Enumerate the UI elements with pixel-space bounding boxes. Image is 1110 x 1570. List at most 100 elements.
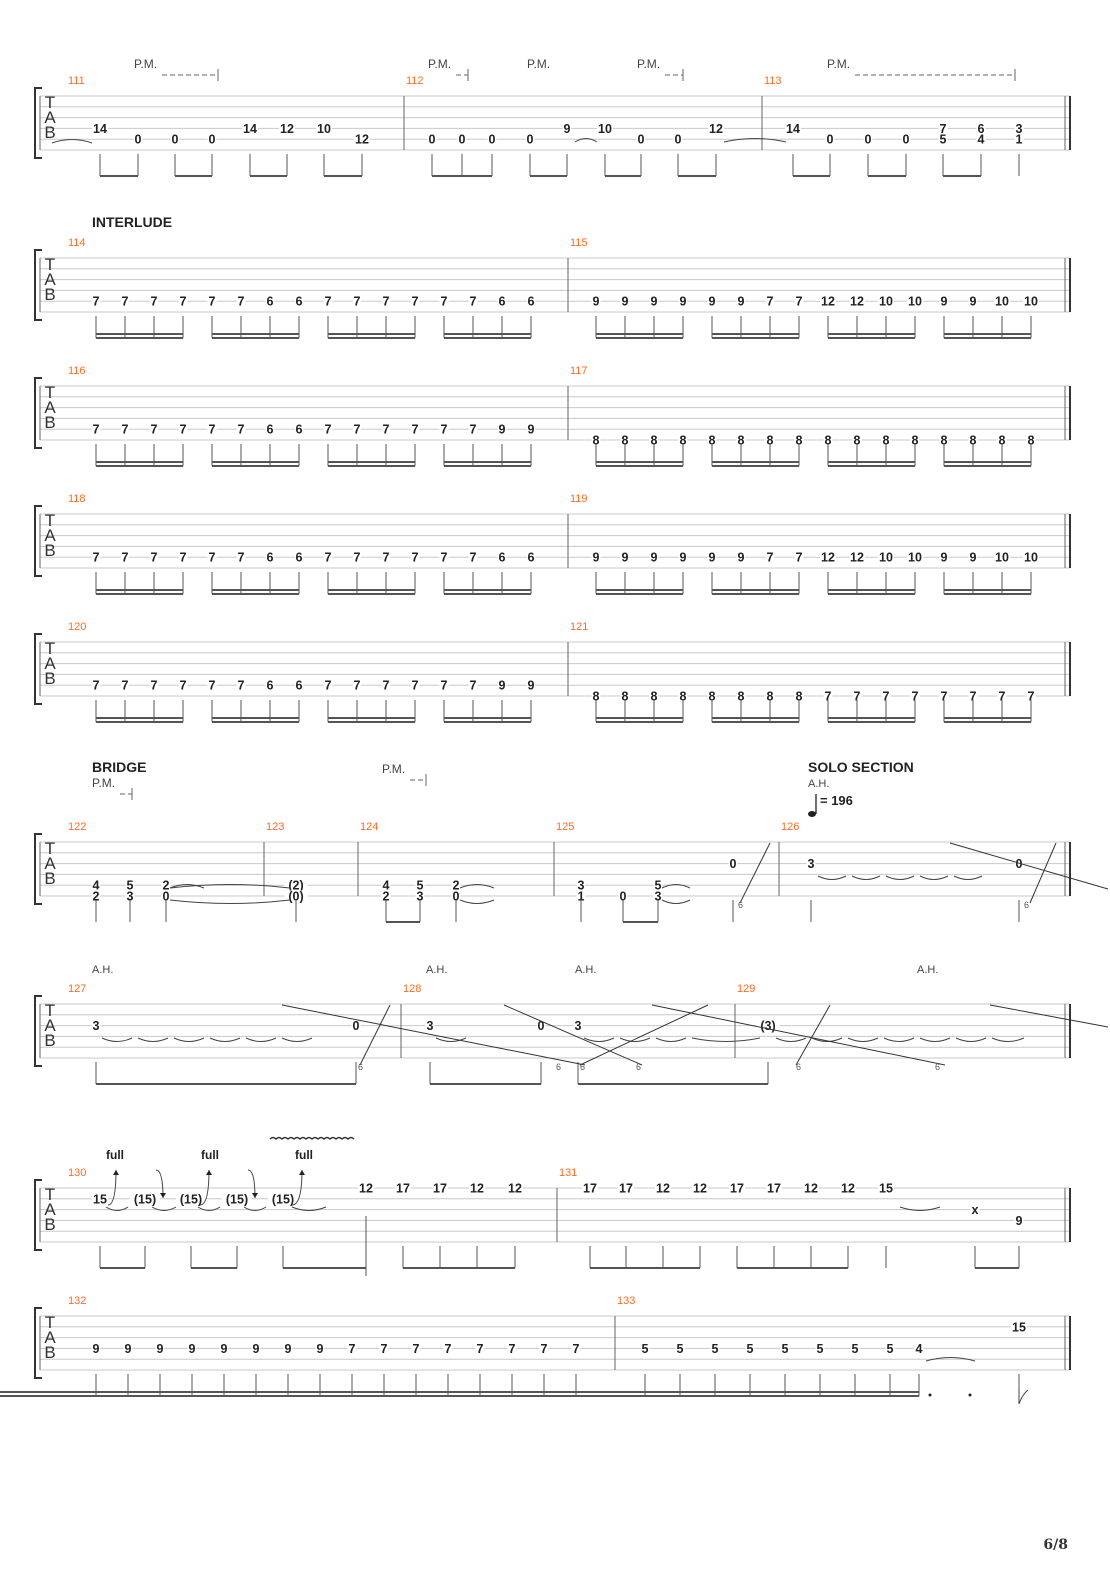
fret-number: 3: [417, 890, 424, 904]
fret-number: 12: [850, 551, 864, 565]
fret-number-bg: [910, 690, 920, 703]
fret-number-bg: [707, 690, 717, 703]
fret-number-bg: [91, 890, 101, 903]
fret-number-bg: [415, 890, 425, 903]
fret-number: 7: [541, 1342, 548, 1356]
fret-number: 6: [267, 551, 274, 565]
fret-number: 9: [651, 295, 658, 309]
fret-number-bg: [653, 890, 663, 903]
fret-number: 9: [221, 1342, 228, 1356]
palm-mute-label: P.M.: [827, 57, 850, 71]
measure-number: 124: [360, 821, 378, 833]
fret-number: 7: [383, 551, 390, 565]
tie-arc: [955, 1037, 987, 1042]
fret-number-bg: [708, 122, 724, 135]
fret-number: 9: [970, 295, 977, 309]
fret-number: 9: [189, 1342, 196, 1356]
fret-number: 7: [796, 551, 803, 565]
fret-number: 7: [93, 679, 100, 693]
fret-number-bg: [351, 1020, 361, 1033]
fret-number: 3: [655, 890, 662, 904]
fret-number: 12: [841, 1182, 855, 1196]
fret-number: 17: [396, 1182, 410, 1196]
fret-number-bg: [1026, 434, 1036, 447]
tab-clef-letter: T: [45, 1185, 55, 1204]
fret-number-bg: [133, 133, 143, 146]
fret-number: 8: [593, 690, 600, 704]
fret-number-bg: [1023, 551, 1039, 564]
tie-arc: [919, 1037, 951, 1042]
fret-number: 12: [355, 133, 369, 147]
fret-number: 7: [413, 1342, 420, 1356]
fret-number-bg: [576, 890, 586, 903]
fret-number: 7: [441, 551, 448, 565]
fret-number-bg: [207, 423, 217, 436]
fret-number: 7: [122, 551, 129, 565]
fret-number-bg: [395, 1182, 411, 1195]
fret-number-bg: [1023, 295, 1039, 308]
fret-number-bg: [526, 679, 536, 692]
fret-number-bg: [1011, 1321, 1027, 1334]
fret-number-bg: [236, 295, 246, 308]
fret-number-bg: [678, 434, 688, 447]
fret-number: (15): [272, 1192, 294, 1206]
fret-number: 9: [651, 551, 658, 565]
fret-number-bg: [170, 133, 180, 146]
fret-number-bg: [794, 551, 804, 564]
fret-number: 10: [879, 551, 893, 565]
fret-number: 8: [941, 434, 948, 448]
fret-number-bg: [91, 879, 101, 892]
harmonic-fret-mark: 6: [935, 1062, 940, 1072]
fret-number-bg: [994, 295, 1010, 308]
measure-number: 131: [559, 1167, 577, 1179]
fret-number: 9: [970, 551, 977, 565]
fret-number: 9: [499, 679, 506, 693]
fret-number-bg: [507, 1342, 517, 1355]
fret-number-bg: [881, 690, 891, 703]
fret-number-bg: [468, 551, 478, 564]
fret-number: 8: [593, 434, 600, 448]
fret-number: 12: [359, 1182, 373, 1196]
fret-number: 0: [675, 133, 682, 147]
tempo-value: = 196: [820, 793, 853, 808]
fret-number: 7: [470, 551, 477, 565]
fret-number: 7: [796, 295, 803, 309]
bend-full-label: full: [201, 1148, 219, 1162]
fret-number: 7: [412, 423, 419, 437]
tab-clef-letter: B: [44, 1031, 55, 1050]
fret-number-bg: [820, 295, 836, 308]
fret-number-bg: [863, 133, 873, 146]
fret-number: 7: [93, 551, 100, 565]
fret-number: 3: [575, 1019, 582, 1033]
fret-number: 8: [767, 690, 774, 704]
fret-number-bg: [692, 1182, 708, 1195]
fret-number: 8: [651, 434, 658, 448]
fret-number-bg: [1014, 122, 1024, 135]
fret-number: 8: [622, 434, 629, 448]
tie-arc: [991, 1037, 1025, 1042]
fret-number-bg: [207, 679, 217, 692]
measure-number: 130: [68, 1167, 86, 1179]
fret-number: 5: [127, 879, 134, 893]
fret-number: 7: [354, 679, 361, 693]
fret-number: 8: [709, 434, 716, 448]
fret-number-bg: [323, 423, 333, 436]
tab-clef-letter: A: [44, 398, 56, 417]
fret-number: (3): [760, 1019, 775, 1033]
measure-number: 118: [68, 493, 86, 505]
harmonic-indicator-line: [503, 1004, 643, 1066]
tie-arc: [169, 884, 291, 889]
fret-number: 6: [296, 551, 303, 565]
fret-number-bg: [765, 690, 775, 703]
fret-number-bg: [901, 133, 911, 146]
bend-curve: [107, 1169, 117, 1206]
fret-number-bg: [794, 434, 804, 447]
fret-number-bg: [284, 890, 308, 903]
fret-number: 12: [693, 1182, 707, 1196]
fret-number: 12: [656, 1182, 670, 1196]
fret-number: 10: [995, 551, 1009, 565]
fret-number-bg: [881, 434, 891, 447]
tie-arc: [101, 1037, 133, 1042]
fret-number-bg: [526, 423, 536, 436]
fret-number-bg: [294, 295, 304, 308]
